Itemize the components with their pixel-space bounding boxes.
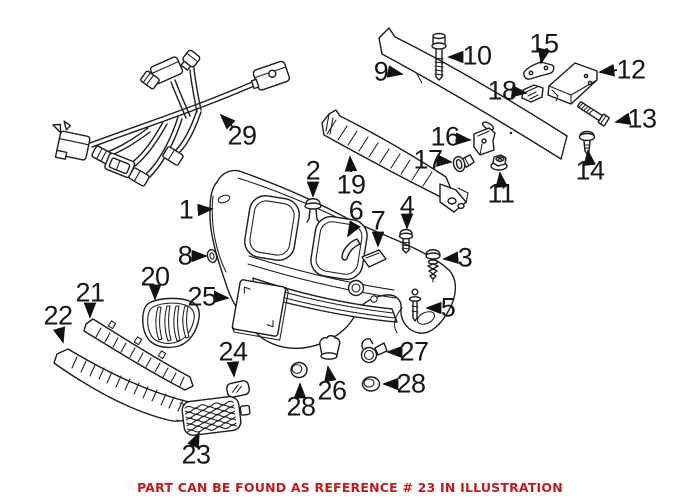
strap-bracket-drawing (523, 61, 555, 80)
callout-22: 22 (43, 300, 73, 331)
callout-12: 12 (616, 54, 646, 85)
callout-1: 1 (178, 194, 194, 225)
callout-18: 18 (487, 75, 517, 106)
callout-5: 5 (440, 292, 456, 323)
screw-drawing (408, 288, 422, 322)
bracket-drawing (226, 380, 250, 398)
reference-caption: PART CAN BE FOUND AS REFERENCE # 23 IN I… (137, 480, 563, 495)
pad-drawing (361, 249, 387, 268)
arrow-25 (213, 290, 230, 304)
wiring-harness-drawing (52, 49, 290, 187)
callout-27: 27 (399, 336, 429, 367)
energy-absorber-drawing (321, 109, 469, 213)
callout-23: 23 (181, 439, 211, 470)
arrow-16 (455, 132, 472, 146)
callout-14: 14 (575, 155, 605, 186)
callout-28-right: 28 (396, 368, 426, 399)
arrow-23 (187, 431, 200, 449)
cap-drawing-left (290, 361, 308, 379)
callout-19: 19 (336, 169, 366, 200)
arrow-15 (537, 47, 551, 65)
harness-connector (104, 152, 136, 179)
bolt-drawing (431, 32, 447, 81)
arrow-18 (510, 84, 528, 98)
arrow-19 (344, 155, 358, 173)
fog-light-grille-drawing (181, 395, 251, 436)
callout-8: 8 (177, 240, 193, 271)
callout-17: 17 (413, 144, 443, 175)
harness-connector (52, 120, 91, 161)
callout-28-left: 28 (286, 391, 316, 422)
callout-25: 25 (187, 281, 217, 312)
license-plate-base-drawing (231, 279, 289, 341)
callout-26: 26 (317, 375, 347, 406)
callout-3: 3 (457, 242, 473, 273)
arrow-3 (442, 251, 459, 264)
callout-16: 16 (430, 121, 460, 152)
harness-module (250, 60, 290, 91)
kidney-grille-drawing (142, 297, 200, 349)
mount-bracket-drawing (547, 62, 598, 105)
callout-24: 24 (218, 336, 248, 367)
harness-connector (162, 146, 184, 166)
bracket-drawing (473, 127, 496, 156)
callout-arrows (52, 47, 632, 449)
arrow-1 (197, 203, 214, 217)
cap-drawing-right (361, 376, 381, 392)
arrow-11 (495, 171, 508, 189)
arrow-14 (583, 149, 596, 167)
arrow-29 (219, 113, 236, 130)
harness-connector (140, 70, 160, 90)
grommet-drawing (206, 248, 218, 264)
callout-11: 11 (487, 178, 515, 209)
arrow-26 (324, 365, 337, 383)
callout-7: 7 (370, 205, 386, 236)
fastener-drawing (452, 154, 475, 173)
callout-10: 10 (462, 40, 492, 71)
support-bracket-drawing (341, 238, 361, 261)
callout-6: 6 (348, 195, 364, 226)
harness-connector (128, 167, 150, 187)
screw-drawing (578, 130, 596, 155)
harness-connector (180, 49, 201, 71)
expansion-rivet-drawing (425, 249, 441, 283)
arrow-13 (614, 112, 632, 125)
expanding-clip-drawing (304, 198, 322, 223)
arrow-9 (386, 65, 404, 78)
callout-29: 29 (227, 120, 257, 151)
arrow-24 (226, 361, 240, 378)
callout-4: 4 (399, 190, 415, 221)
arrow-6 (347, 220, 361, 238)
callout-2: 2 (305, 155, 321, 186)
arrow-12 (598, 64, 618, 77)
arrow-22 (52, 326, 66, 344)
upper-center-grille-drawing (83, 318, 194, 391)
sensor-holder-drawing (360, 338, 388, 364)
arrow-17 (436, 154, 453, 167)
callout-9: 9 (373, 56, 389, 87)
flange-nut-drawing (490, 154, 508, 171)
bolt-drawing (577, 101, 610, 127)
callout-15: 15 (529, 28, 559, 59)
park-sensor-drawing (319, 335, 341, 360)
callout-13: 13 (627, 103, 657, 134)
callout-20: 20 (140, 261, 170, 292)
callout-21: 21 (75, 277, 105, 308)
